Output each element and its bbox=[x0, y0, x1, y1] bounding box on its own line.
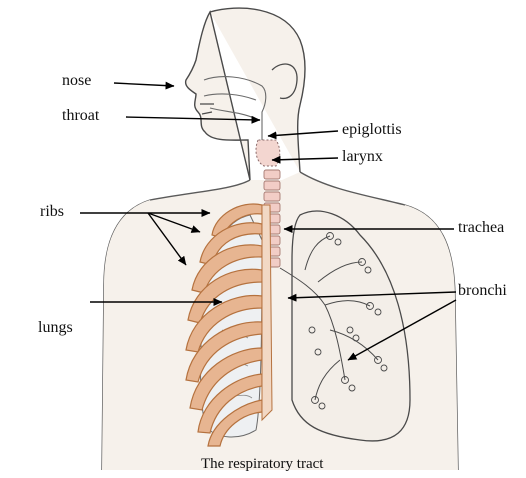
label-ribs: ribs bbox=[40, 204, 64, 220]
label-nose: nose bbox=[62, 73, 91, 89]
label-throat: throat bbox=[62, 108, 99, 124]
sternum bbox=[262, 205, 272, 420]
label-bronchi: bronchi bbox=[458, 283, 507, 299]
label-lungs: lungs bbox=[38, 320, 73, 336]
throat-pointer bbox=[126, 117, 260, 120]
label-epiglottis: epiglottis bbox=[342, 122, 402, 138]
label-larynx: larynx bbox=[342, 149, 383, 165]
label-trachea: trachea bbox=[458, 220, 504, 236]
figure-caption: The respiratory tract bbox=[201, 457, 323, 472]
head-outline bbox=[186, 8, 305, 180]
larynx-shape bbox=[256, 140, 280, 166]
larynx-pointer bbox=[272, 158, 338, 160]
nose-pointer bbox=[114, 83, 174, 86]
